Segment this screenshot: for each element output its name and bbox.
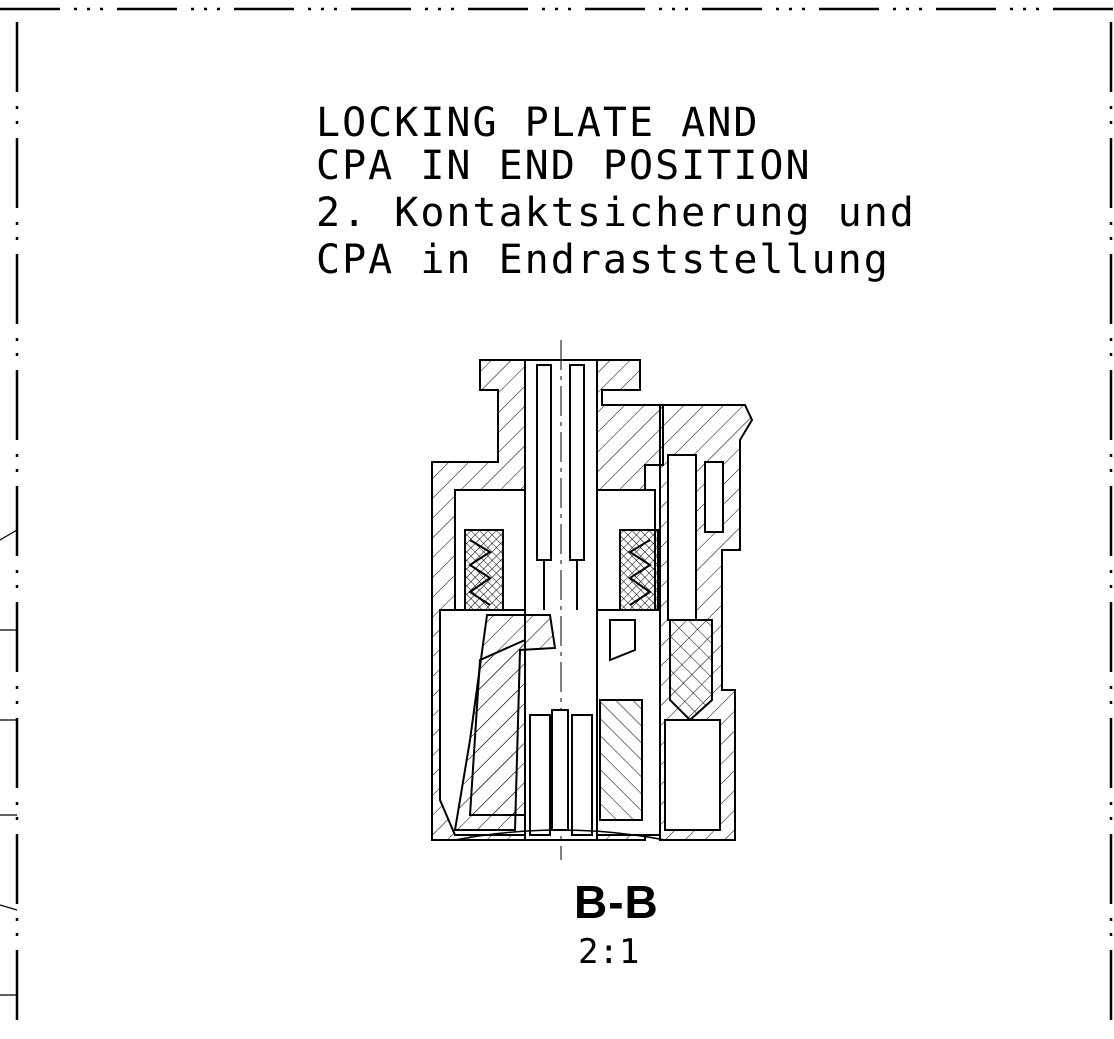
section-scale: 2:1 (578, 932, 640, 972)
note-line-4: CPA in Endraststellung (316, 237, 890, 283)
section-label: B-B (574, 876, 659, 928)
note-line-3: 2. Kontaktsicherung und (316, 190, 916, 236)
note-line-1: LOCKING PLATE AND (316, 100, 760, 146)
note-line-2: CPA IN END POSITION (316, 143, 812, 189)
connector-section-view (431, 340, 754, 860)
frame-border (0, 7, 1114, 1034)
